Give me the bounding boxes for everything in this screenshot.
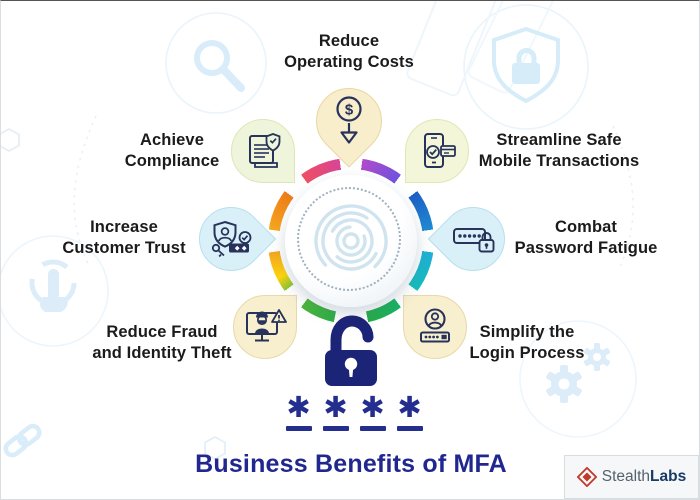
bubble-reduce-operating-costs: $: [302, 74, 396, 168]
bubble-increase-customer-trust: [185, 193, 277, 285]
bubble-simplify-login: [403, 295, 467, 359]
svg-text:$: $: [345, 102, 354, 119]
mobile-check-icon: [417, 131, 457, 171]
compliance-scroll-icon: [243, 131, 283, 171]
open-padlock-icon: [325, 315, 377, 386]
bubble-streamline-mobile: [405, 119, 469, 183]
stealthlabs-logo: StealthLabs: [564, 455, 699, 499]
shield-lock-icon: [492, 26, 560, 104]
masked-password: ✱ ✱ ✱ ✱: [284, 393, 424, 431]
fingerprint-icon: [314, 204, 388, 278]
chain-link-icon: [3, 423, 42, 458]
label-reduce-fraud: Reduce Fraud and Identity Theft: [92, 323, 232, 363]
password-asterisk: ✱: [359, 393, 387, 431]
hexagon-decoration: [1, 127, 20, 153]
password-asterisk: ✱: [285, 393, 313, 431]
logo-text: StealthLabs: [601, 468, 687, 485]
label-streamline-mobile: Streamline Safe Mobile Transactions: [478, 131, 640, 171]
dotted-ring: [297, 187, 401, 291]
label-achieve-compliance: Achieve Compliance: [124, 131, 220, 171]
dollar-drop-icon: $: [330, 96, 368, 146]
bubble-combat-password-fatigue: [427, 193, 519, 285]
gears-icon: [546, 343, 611, 403]
password-asterisk: ✱: [396, 393, 424, 431]
hexagon-decoration: [204, 435, 226, 461]
password-asterisk: ✱: [322, 393, 350, 431]
magnifier-icon: [194, 40, 245, 92]
label-simplify-login: Simplify the Login Process: [469, 323, 585, 363]
page-title: Business Benefits of MFA: [195, 450, 507, 478]
stealthlabs-diamond-icon: [576, 467, 597, 487]
fraud-monitor-icon: [243, 307, 287, 347]
bubble-reduce-fraud: [233, 295, 297, 359]
bubble-achieve-compliance: [231, 119, 295, 183]
label-combat-password-fatigue: Combat Password Fatigue: [514, 218, 658, 258]
label-increase-customer-trust: Increase Customer Trust: [62, 218, 186, 258]
trust-shield-icon: [209, 219, 253, 259]
password-lock-icon: [451, 221, 495, 257]
login-user-icon: [415, 307, 455, 347]
tap-hand-icon: [29, 259, 77, 312]
label-reduce-operating-costs: Reduce Operating Costs: [284, 32, 414, 72]
